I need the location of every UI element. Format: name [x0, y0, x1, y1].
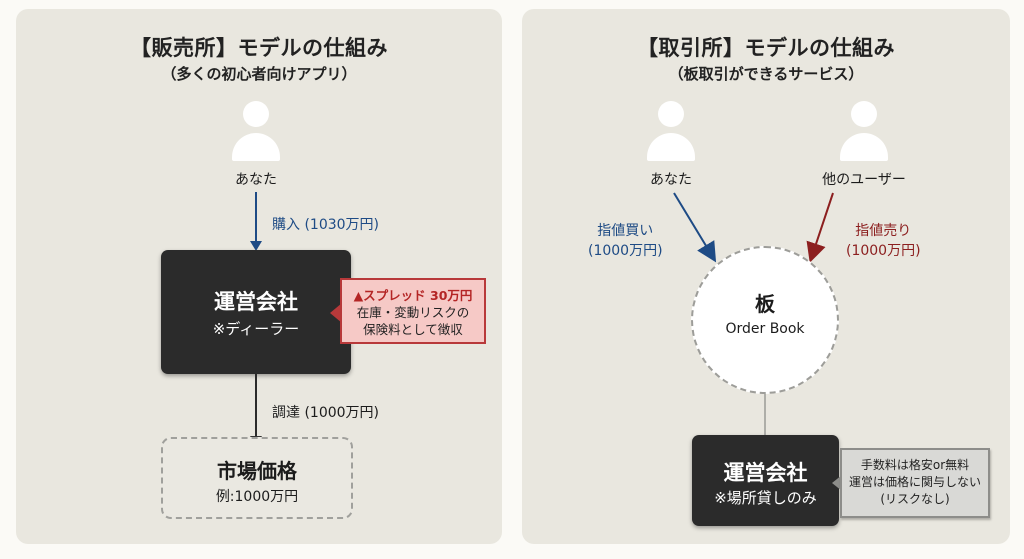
procure-arrow-label: 調達 (1000万円): [272, 405, 380, 421]
order-book-circle: 板 Order Book: [691, 246, 839, 394]
operator-role: ※場所貸しのみ: [714, 489, 817, 507]
user-label: あなた: [235, 172, 277, 188]
limit-buy-label: 指値買い (1000万円): [588, 221, 663, 261]
order-book-english: Order Book: [725, 321, 805, 337]
dealer-model-panel: 【販売所】モデルの仕組み （多くの初心者向けアプリ） あなた 購入 (1030万…: [16, 9, 502, 544]
limit-sell-title: 指値売り: [855, 223, 912, 239]
spread-callout: ▲スプレッド 30万円 在庫・変動リスクの 保険料として徴収: [340, 278, 486, 344]
operator-box: 運営会社 ※場所貸しのみ: [692, 435, 839, 526]
user-icon: [230, 101, 282, 163]
spread-line-1: 在庫・変動リスクの: [356, 305, 470, 320]
dealer-model-subtitle: （多くの初心者向けアプリ）: [161, 65, 357, 83]
spread-callout-tail: [330, 303, 342, 323]
operator-name: 運営会社: [723, 461, 808, 485]
other-user-icon: [838, 101, 890, 163]
limit-buy-price: (1000万円): [588, 243, 663, 259]
buy-arrow-line: [255, 192, 257, 242]
exchange-model-panel: 【取引所】モデルの仕組み （板取引ができるサービス） あなた 他のユーザー 指値…: [522, 9, 1010, 544]
fee-line-1: 手数料は格安or無料: [860, 458, 970, 472]
other-user-label: 他のユーザー: [822, 172, 906, 188]
dealer-box: 運営会社 ※ディーラー: [161, 250, 351, 374]
fee-line-2: 運営は価格に関与しない: [848, 475, 981, 489]
spread-headline: ▲スプレッド 30万円: [353, 288, 473, 303]
procure-arrow-line: [255, 374, 257, 438]
market-price-box: 市場価格 例:1000万円: [161, 437, 353, 519]
market-price-title: 市場価格: [217, 459, 297, 483]
spread-line-2: 保険料として徴収: [363, 322, 463, 337]
limit-sell-label: 指値売り (1000万円): [846, 221, 921, 261]
user-label: あなた: [650, 172, 692, 188]
fee-callout-tail: [832, 475, 842, 491]
order-book-title: 板: [755, 292, 775, 316]
dealer-model-title: 【販売所】モデルの仕組み: [130, 36, 388, 60]
dealer-role: ※ディーラー: [212, 320, 300, 338]
fee-callout: 手数料は格安or無料 運営は価格に関与しない (リスクなし): [840, 448, 990, 518]
limit-sell-price: (1000万円): [846, 243, 921, 259]
exchange-model-subtitle: （板取引ができるサービス）: [668, 65, 864, 83]
order-arrows: [673, 192, 834, 437]
buy-arrow-label: 購入 (1030万円): [272, 217, 380, 233]
dealer-name: 運営会社: [214, 290, 298, 314]
user-icon: [645, 101, 697, 163]
buy-arrow-head-icon: [250, 241, 262, 251]
market-price-example: 例:1000万円: [215, 489, 299, 505]
limit-buy-title: 指値買い: [597, 223, 654, 239]
fee-line-3: (リスクなし): [880, 492, 950, 506]
exchange-model-title: 【取引所】モデルの仕組み: [637, 36, 895, 60]
